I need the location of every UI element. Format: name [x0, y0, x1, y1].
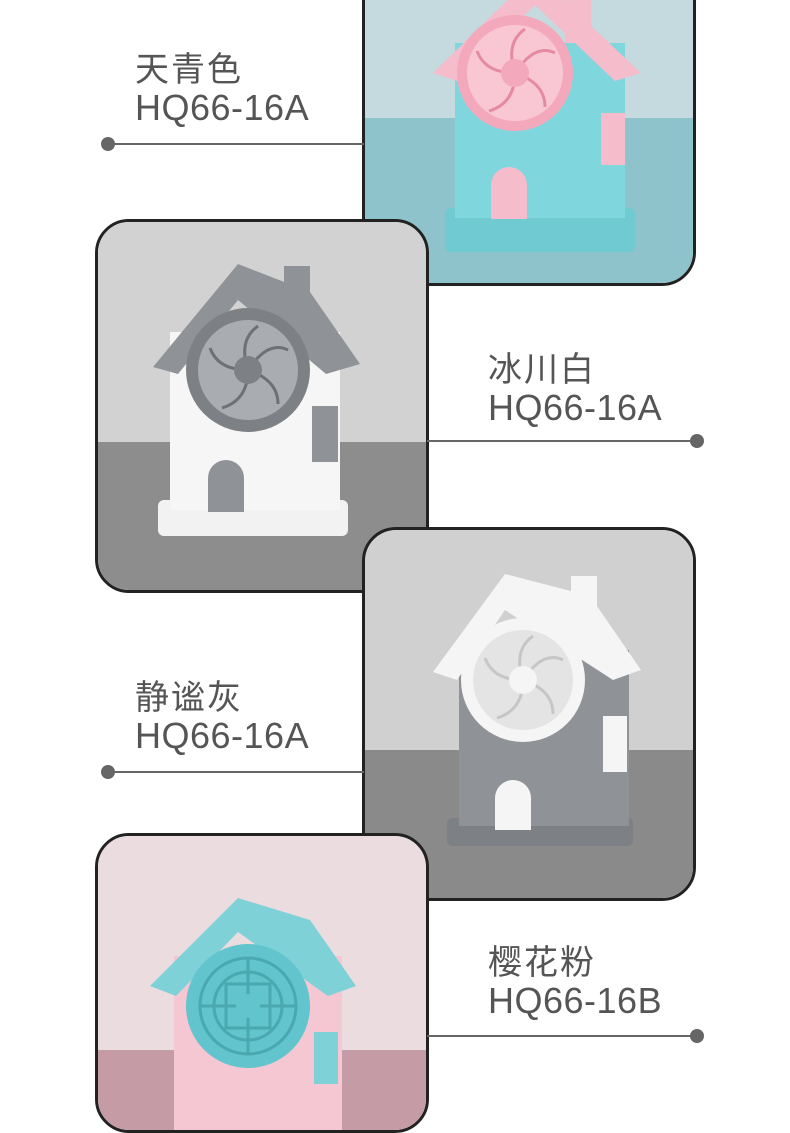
connector-dot: [690, 1029, 704, 1043]
model-number: HQ66-16A: [135, 86, 310, 128]
model-number: HQ66-16A: [135, 714, 310, 756]
connector-line: [427, 1035, 697, 1037]
product-label-sakura-pink: 樱花粉 HQ66-16B: [488, 945, 662, 1021]
connector-dot: [101, 137, 115, 151]
fan-house-quiet-gray-illustration: [365, 530, 693, 898]
model-number: HQ66-16A: [488, 386, 663, 428]
fan-house-sky-blue-illustration: [365, 0, 693, 283]
color-name: 冰川白: [488, 351, 596, 389]
product-label-ice-white: 冰川白 HQ66-16A: [488, 352, 662, 428]
product-image-sakura-pink: [95, 833, 429, 1133]
color-name: 静谧灰: [135, 679, 243, 717]
product-label-quiet-gray: 静谧灰 HQ66-16A: [135, 680, 309, 756]
connector-line: [108, 143, 364, 145]
model-number: HQ66-16B: [488, 979, 663, 1021]
connector-line: [108, 771, 364, 773]
connector-line: [427, 440, 697, 442]
color-name: 天青色: [135, 51, 243, 89]
color-name: 樱花粉: [488, 944, 596, 982]
product-label-sky-blue: 天青色 HQ66-16A: [135, 52, 309, 128]
connector-dot: [101, 765, 115, 779]
connector-dot: [690, 434, 704, 448]
fan-house-sakura-pink-illustration: [98, 836, 426, 1130]
product-image-sky-blue: [362, 0, 696, 286]
product-image-quiet-gray: [362, 527, 696, 901]
